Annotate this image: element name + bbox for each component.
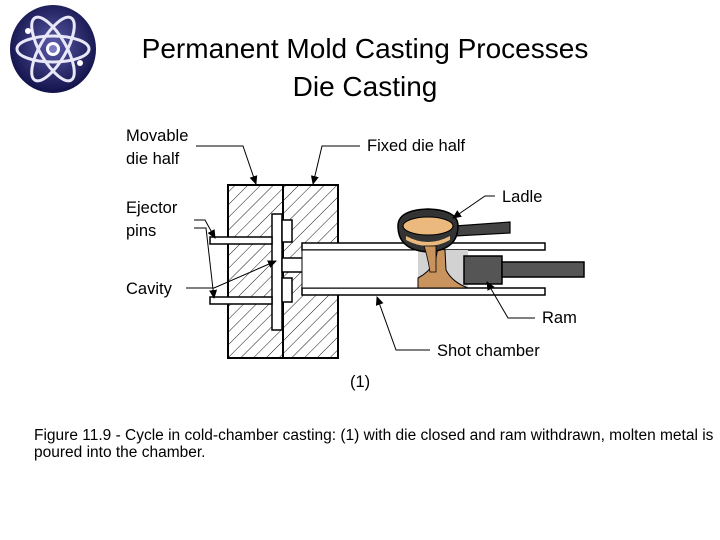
die-casting-diagram: Movable die half Fixed die half Ejector … xyxy=(126,127,585,391)
ejector-pins xyxy=(209,236,273,305)
label-movable-die-half-line1: Movable xyxy=(126,127,188,145)
label-step-number: (1) xyxy=(350,373,370,391)
label-ladle: Ladle xyxy=(502,188,542,206)
label-shot-chamber: Shot chamber xyxy=(437,342,540,360)
label-ram: Ram xyxy=(542,309,577,327)
label-movable-die-half-line2: die half xyxy=(126,150,180,168)
ladle xyxy=(397,208,511,273)
label-ejector-pins-line2: pins xyxy=(126,222,156,240)
label-cavity: Cavity xyxy=(126,280,173,298)
label-fixed-die-half: Fixed die half xyxy=(367,137,466,155)
atom-icon xyxy=(10,5,96,93)
figure-caption: Figure 11.9 ‑ Cycle in cold-chamber cast… xyxy=(34,427,714,461)
slide-title: Permanent Mold Casting Processes Die Cas… xyxy=(100,30,630,106)
title-line-1: Permanent Mold Casting Processes xyxy=(141,33,589,64)
label-ejector-pins-line1: Ejector xyxy=(126,199,178,217)
ram xyxy=(463,255,585,285)
title-line-2: Die Casting xyxy=(292,71,438,102)
